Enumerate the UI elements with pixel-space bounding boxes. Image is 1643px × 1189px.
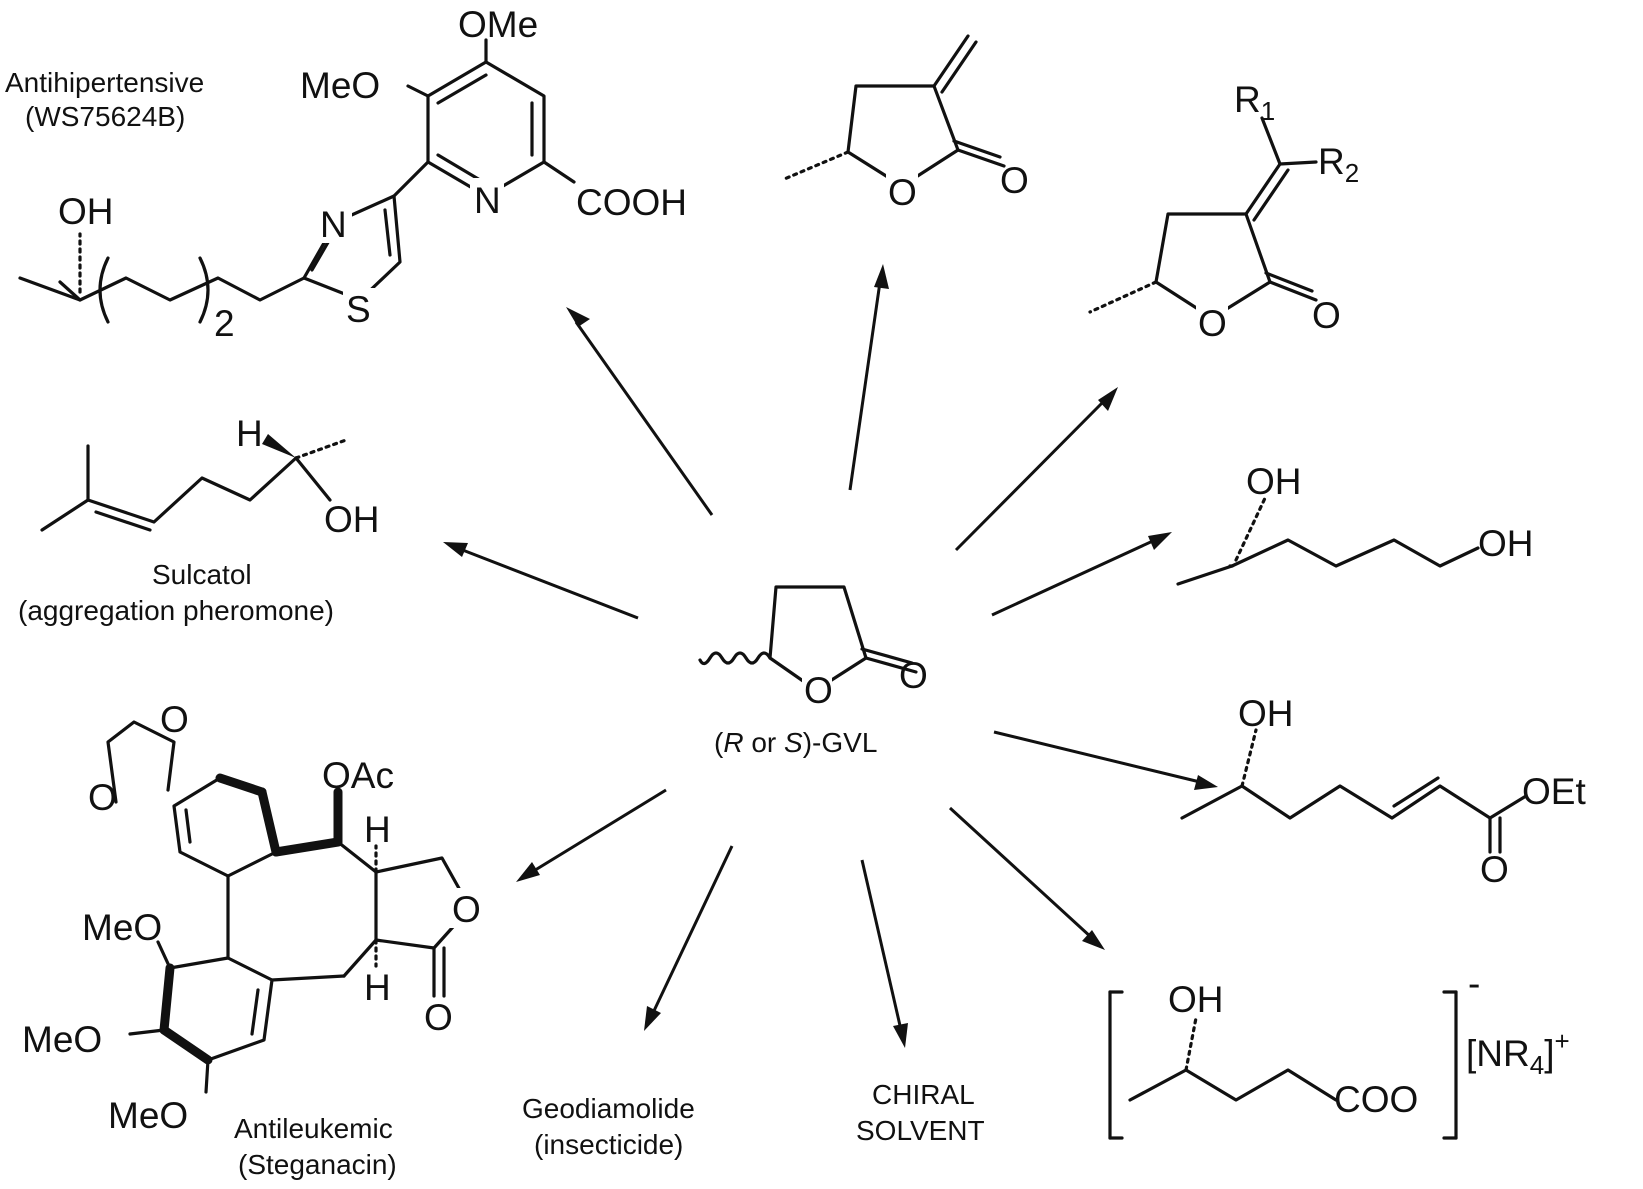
ester-carbonyl-o: O [1480,849,1509,890]
arrow-to-sulcatol [443,542,639,620]
lactone-carbonyl-o: O [424,997,453,1038]
arrow-to-steganacin [516,788,667,882]
antihypertensive-code: (WS75624B) [25,101,185,132]
salt-charge: - [1468,963,1480,1004]
arrows [443,264,1218,1048]
hydroxy-ester-structure: OH O OEt [1180,693,1586,890]
arrow-to-methylene-lactone [848,264,889,491]
r2: R2 [1318,141,1359,188]
thiazole-s: S [346,289,371,330]
antihypertensive-title: Antihipertensive [5,67,204,98]
arrow-to-ammonium-salt [948,806,1105,950]
carbonyl-oxygen: O [1000,160,1029,201]
r1: R1 [1234,79,1275,126]
ester-oet: OEt [1522,771,1586,812]
cooh: COOH [576,182,687,223]
salt-oh: OH [1168,979,1224,1020]
lactone-o: O [452,889,481,930]
steganacin-name: (Steganacin) [238,1149,397,1180]
sulcatol-name: Sulcatol [152,559,252,590]
gvl-structure: O O (R or S)-GVL [698,585,928,758]
geodiamolide-title: Geodiamolide [522,1093,695,1124]
md-o-top: O [160,699,189,740]
sulcatol-oh: OH [324,499,380,540]
meo-2: MeO [22,1019,102,1060]
sulcatol-desc: (aggregation pheromone) [18,595,334,626]
carbonyl-oxygen: O [899,655,928,696]
geodiamolide-desc: (insecticide) [534,1129,683,1160]
alkylidene-lactone: R1 R2 O O [1088,79,1359,344]
ring-oxygen: O [888,172,917,213]
ws75624b-structure: Antihipertensive (WS75624B) N OMe MeO CO… [5,4,687,344]
h-bottom: H [364,967,391,1008]
tetraalkylammonium: [NR4]+ [1466,1026,1570,1080]
chiral-solvent-line2: SOLVENT [856,1115,985,1146]
carbonyl-oxygen: O [1312,295,1341,336]
h-top: H [364,809,391,850]
ome-top: OMe [458,4,538,45]
oh-chain: OH [58,191,114,232]
diol-oh-1: OH [1246,461,1302,502]
sulcatol-structure: H OH Sulcatol (aggregation pheromone) [18,413,380,626]
ammonium-salt-structure: OH COO - [NR4]+ [1108,963,1570,1140]
meo-1: MeO [82,907,162,948]
arrow-to-alkylidene-lactone [954,387,1118,552]
ring-oxygen: O [1198,303,1227,344]
ester-oh: OH [1238,693,1294,734]
arrow-to-diol [991,532,1172,617]
arrow-to-hydroxy-ester [993,730,1218,790]
diol-oh-2: OH [1478,523,1534,564]
pyridine-n: N [474,180,501,221]
methylene-lactone: O O [780,34,1029,213]
gvl-label: (R or S)-GVL [714,727,877,758]
steganacin-structure: O O OAc O O H H MeO MeO [22,699,482,1180]
sulcatol-h: H [236,413,263,454]
salt-coo: COO [1334,1079,1418,1120]
thiazole-n: N [320,204,347,245]
md-o-bottom: O [88,777,117,818]
repeat-n: 2 [214,303,235,344]
arrow-to-chiral-solvent [860,859,908,1048]
meo-3: MeO [108,1095,188,1136]
arrow-to-geodiamolide [644,845,734,1031]
meo-left: MeO [300,65,380,106]
oac: OAc [322,755,394,796]
steganacin-title: Antileukemic [234,1113,393,1144]
chiral-solvent-line1: CHIRAL [872,1079,975,1110]
ring-oxygen: O [804,670,833,711]
arrow-to-antihypertensive [566,307,714,516]
pentanediol-structure: OH OH [1176,461,1534,586]
